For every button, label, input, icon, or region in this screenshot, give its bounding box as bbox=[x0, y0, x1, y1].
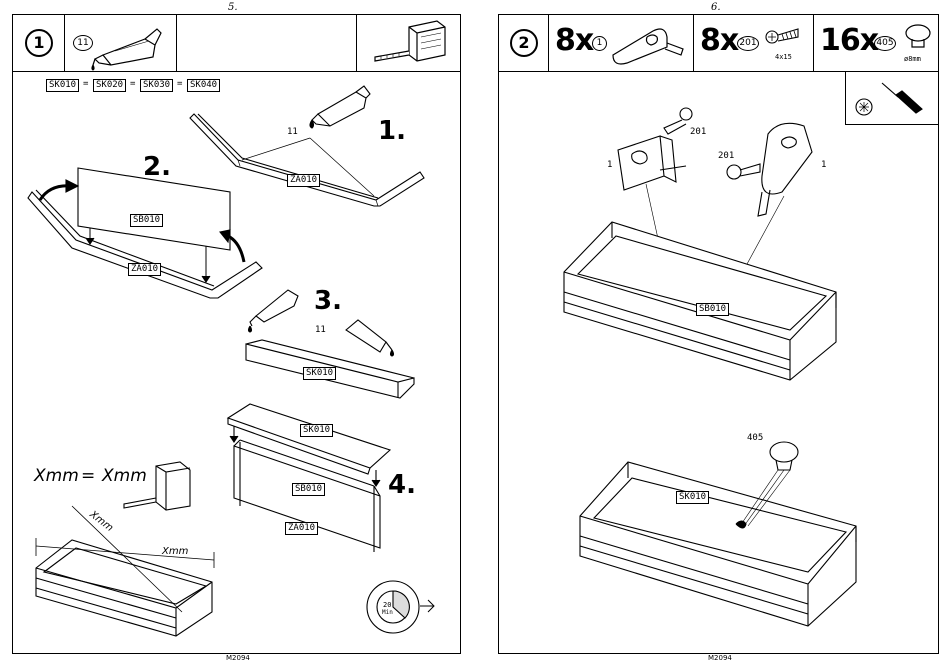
sb010-tag: SB010 bbox=[696, 303, 729, 316]
bracket-right bbox=[758, 123, 812, 216]
cabinet-bottom bbox=[580, 462, 856, 626]
screw-right-label: 201 bbox=[718, 151, 734, 161]
cap-label: 405 bbox=[747, 433, 763, 443]
footer-right: M2094 bbox=[708, 654, 732, 662]
bracket-right-label: 1 bbox=[821, 160, 826, 170]
bracket-left-label: 1 bbox=[607, 160, 612, 170]
screw-left bbox=[664, 108, 692, 134]
cabinet-top bbox=[564, 222, 836, 380]
screw-left-label: 201 bbox=[690, 127, 706, 137]
bracket-left bbox=[618, 136, 686, 190]
cap-405 bbox=[770, 442, 798, 470]
screw-right bbox=[727, 164, 760, 179]
sk010-tag: SK010 bbox=[676, 491, 709, 504]
